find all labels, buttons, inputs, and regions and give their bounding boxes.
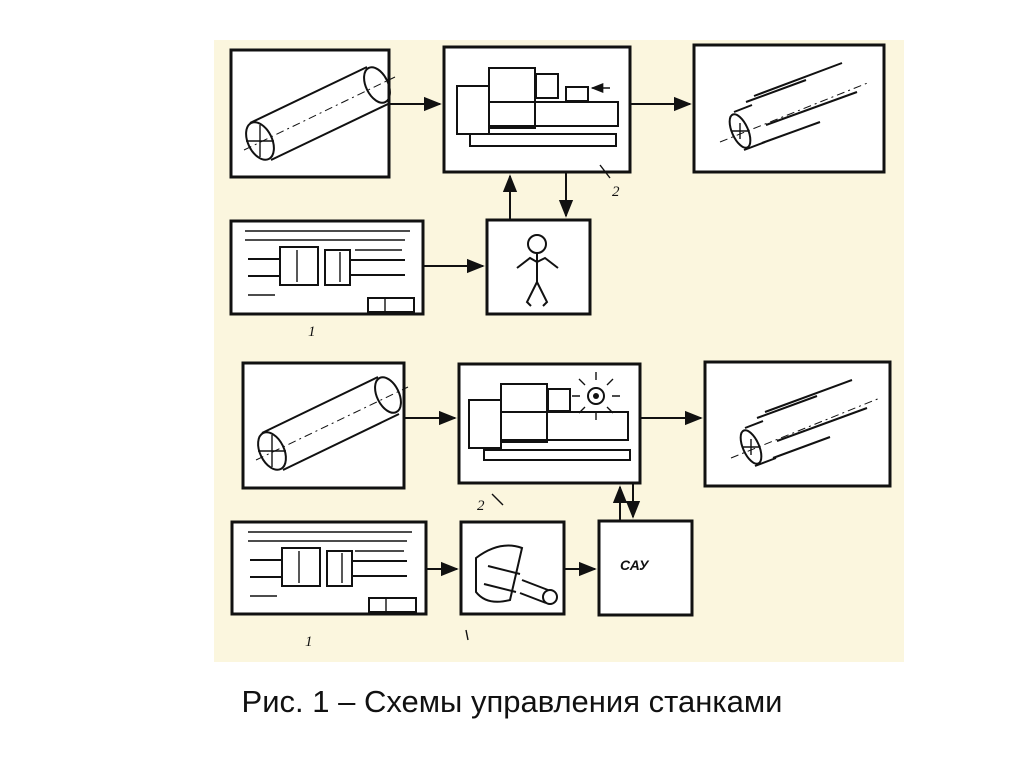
- sau-control-box: [597, 519, 694, 617]
- bottom-scheme: 2 1: [230, 360, 892, 650]
- figure-caption: Рис. 1 – Схемы управления станками: [241, 684, 783, 719]
- drawing-box-bottom: [230, 520, 428, 616]
- drawing-label-1-top: 1: [308, 324, 316, 340]
- workpiece-blank-box-bottom: [241, 361, 409, 490]
- drawing-box-top: [229, 219, 425, 316]
- machine-tool-box: [442, 45, 632, 179]
- cnc-machine-box: [457, 362, 642, 506]
- finished-part-box: [692, 43, 886, 174]
- machine-label-2-bottom: 2: [477, 498, 485, 514]
- finished-part-box-bottom: [703, 360, 892, 488]
- top-scheme: 2 1: [229, 43, 886, 340]
- machine-label-2-top: 2: [612, 184, 620, 200]
- operator-box: [485, 218, 592, 316]
- drawing-label-1-bottom: 1: [305, 634, 313, 650]
- workpiece-blank-box: [229, 48, 396, 179]
- sau-label: САУ: [620, 557, 650, 573]
